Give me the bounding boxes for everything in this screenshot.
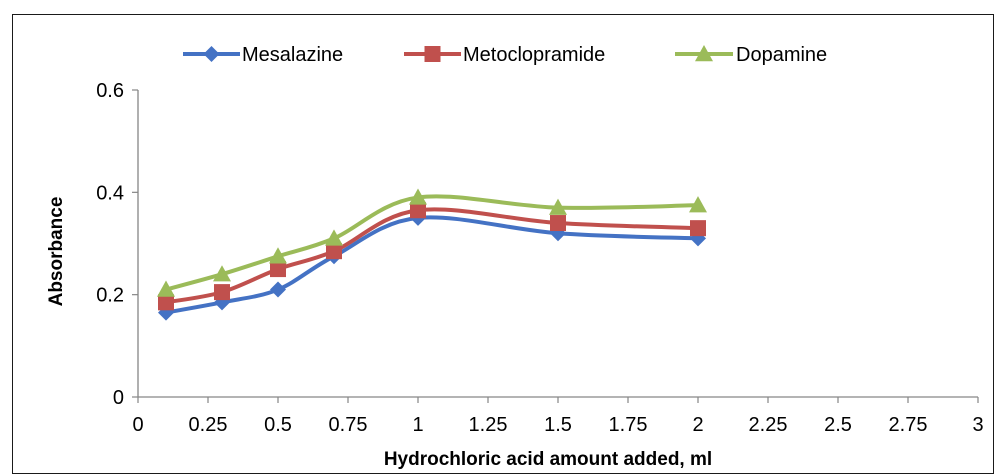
x-tick-label: 1.75	[609, 414, 648, 436]
data-point-dopamine	[157, 280, 175, 297]
legend-swatch-marker	[424, 46, 441, 62]
data-point-dopamine	[213, 265, 231, 282]
data-point-dopamine	[269, 247, 287, 264]
series-line-metoclopramide	[164, 207, 700, 305]
x-tick-label: 2.75	[889, 414, 928, 436]
y-tick-label: 0.2	[96, 285, 124, 307]
series-layer	[157, 188, 707, 321]
y-tick-label: 0	[113, 387, 124, 409]
x-axis-title: Hydrochloric acid amount added, ml	[384, 449, 712, 470]
legend-item-metoclopramide: Metoclopramide	[404, 44, 605, 66]
data-point-metoclopramide	[158, 294, 174, 311]
data-point-dopamine	[325, 229, 343, 246]
series-line-dopamine	[164, 194, 700, 292]
x-tick-label: 1	[412, 414, 423, 436]
data-point-metoclopramide	[550, 215, 566, 232]
y-tick-label: 0.6	[96, 80, 124, 102]
data-point-mesalazine	[270, 281, 286, 298]
y-tick-label: 0.4	[96, 182, 124, 204]
legend: Mesalazine Metoclopramide Dopamine	[183, 44, 827, 66]
x-tick-label: 0.5	[264, 414, 292, 436]
data-point-metoclopramide	[690, 220, 706, 237]
y-axis-title: Absorbance	[46, 197, 67, 307]
data-point-dopamine	[549, 198, 567, 215]
data-point-dopamine	[409, 188, 427, 205]
data-point-metoclopramide	[214, 284, 230, 301]
x-tick-label: 2.5	[824, 414, 852, 436]
data-point-metoclopramide	[410, 202, 426, 219]
x-tick-label: 3	[972, 414, 983, 436]
legend-swatch-marker	[203, 46, 220, 62]
axes: 0 0.25 0.5 0.75 1 1.25 1.5 1.75 2 2.25 2.5 2.75 3 0 0.…	[96, 80, 983, 436]
x-tick-label: 2	[692, 414, 703, 436]
legend-label: Mesalazine	[242, 44, 343, 66]
legend-swatch-marker	[695, 45, 713, 62]
legend-label: Metoclopramide	[463, 44, 605, 66]
x-tick-label: 1.25	[469, 414, 508, 436]
series-metoclopramide	[158, 202, 706, 311]
x-tick-label: 0	[132, 414, 143, 436]
x-tick-label: 0.25	[189, 414, 228, 436]
data-point-metoclopramide	[270, 261, 286, 278]
x-tick-label: 0.75	[329, 414, 368, 436]
series-dopamine	[157, 188, 707, 297]
x-tick-label: 2.25	[749, 414, 788, 436]
data-point-metoclopramide	[326, 243, 342, 260]
legend-item-mesalazine: Mesalazine	[183, 44, 343, 66]
data-point-dopamine	[689, 196, 707, 213]
legend-item-dopamine: Dopamine	[675, 44, 827, 66]
legend-label: Dopamine	[736, 44, 827, 66]
x-tick-label: 1.5	[544, 414, 572, 436]
